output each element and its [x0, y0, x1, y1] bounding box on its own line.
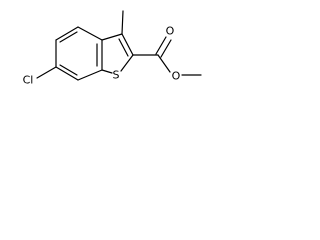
bond-s1-c7a: [101, 69, 113, 74]
bond-c4-c3a: [77, 26, 103, 41]
atom-label-chlorine: Cl: [23, 74, 34, 87]
bond-c5-c4-inner: [59, 31, 78, 43]
bond-c7a-c7: [77, 69, 103, 81]
atom-label-sulfur: S: [113, 69, 120, 82]
bond-c7-c6: [55, 66, 79, 81]
bond-c5-c4: [55, 26, 79, 41]
bond-carbonyl-double-b: [160, 39, 172, 58]
bond-c3-c2-inner: [118, 38, 129, 57]
bond-c6-cl: [36, 66, 57, 79]
bond-ccarbonyl-oester: [157, 54, 171, 73]
bond-carbonyl-double-a: [155, 36, 167, 55]
bond-c3-c2: [121, 33, 134, 56]
bond-c3a-c3: [101, 33, 123, 41]
bond-c2-s1: [120, 54, 134, 72]
molecule-structure-diagram: Cl S O O: [23, 10, 202, 87]
bond-methyl: [121, 10, 124, 35]
benzene-ring: [55, 26, 103, 81]
ester-group: [132, 36, 202, 76]
atom-label-ester-oxygen: O: [172, 70, 181, 83]
thiophene-ring: [101, 33, 134, 74]
bond-c7-c6-inner: [59, 64, 78, 76]
atom-label-carbonyl-oxygen: O: [166, 25, 175, 38]
